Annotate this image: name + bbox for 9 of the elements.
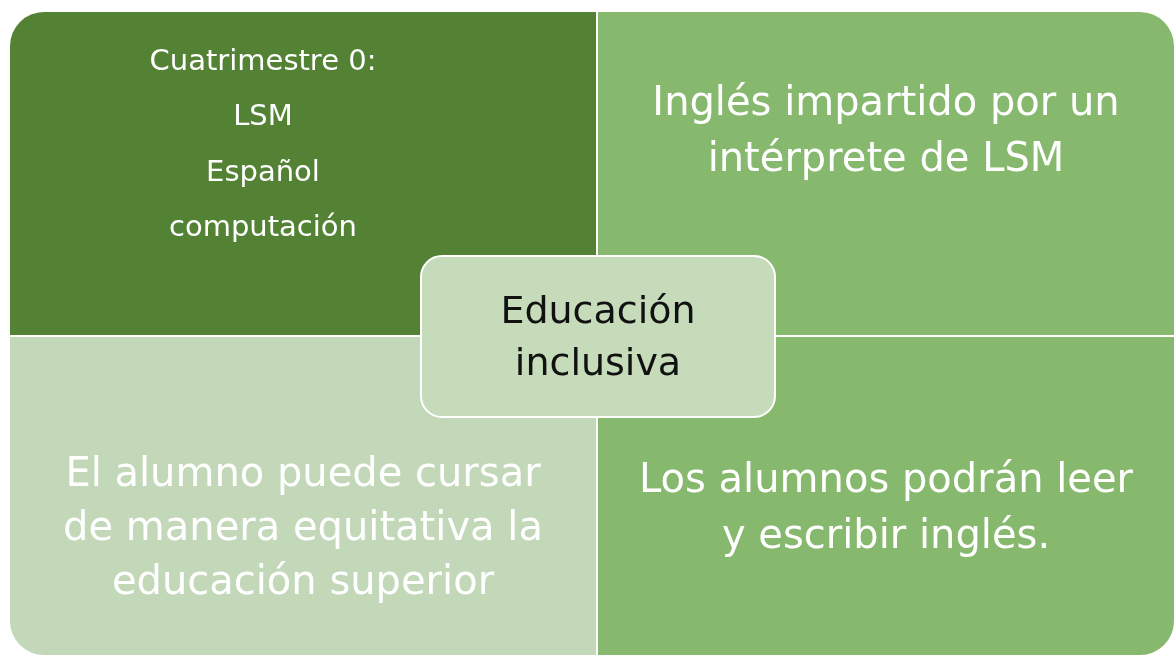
quadrant-text: Inglés impartido por un intérprete de LSM bbox=[651, 76, 1121, 182]
quadrant-text: LSM bbox=[233, 97, 293, 135]
quadrant-text: Cuatrimestre 0: bbox=[149, 42, 377, 80]
quadrant-text: Español bbox=[206, 152, 320, 190]
quadrant-text: El alumno puede cursar de manera equitativa la educación superior bbox=[62, 448, 544, 605]
quadrant-text: computación bbox=[169, 207, 357, 245]
quadrant-text: Educación inclusiva bbox=[499, 287, 697, 386]
center-box bbox=[420, 255, 776, 418]
quadrant-text: Los alumnos podrán leer y escribir inglés. bbox=[638, 454, 1134, 559]
